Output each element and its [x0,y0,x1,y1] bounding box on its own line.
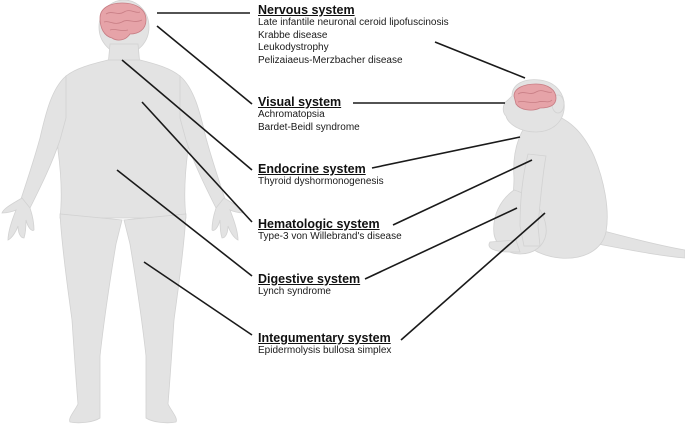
digestive-system-title: Digestive system [258,272,361,286]
visual-system-block: Visual system Achromatopsia Bardet-Beidl… [258,95,360,134]
human-right-leg [123,213,187,424]
human-right-hand [211,197,245,241]
monkey-brain [513,83,557,111]
nervous-system-title: Nervous system [258,3,355,17]
connector-digestive-monkey [364,207,518,280]
monkey-tail [597,229,685,259]
disease-label: Type-3 von Willebrand's disease [258,231,402,242]
connector-digestive-human [116,169,253,277]
connector-nervous-monkey [434,41,526,79]
hematologic-system-title: Hematologic system [258,217,380,231]
hematologic-system-block: Hematologic system Type-3 von Willebrand… [258,217,402,244]
disease-label: Leukodystrophy [258,42,329,53]
integumentary-system-block: Integumentary system Epidermolysis bullo… [258,331,391,358]
connector-lines [116,12,546,341]
connector-endocrine-monkey [371,136,521,169]
human-left-arm [19,75,67,209]
disease-label: Epidermolysis bullosa simplex [258,345,392,356]
connector-endocrine-human [121,59,253,171]
connector-integumentary-monkey [400,212,546,341]
disease-label: Pelizaiaeus-Merzbacher disease [258,54,403,66]
human-torso [55,59,191,219]
nervous-system-block: Nervous system Late infantile neuronal c… [258,3,449,67]
disease-label: Lynch syndrome [258,286,331,297]
digestive-system-block: Digestive system Lynch syndrome [258,272,360,299]
human-left-hand [1,197,35,241]
monkey-foot [488,239,521,253]
disease-label: Thyroid dyshormonogenesis [258,176,384,187]
endocrine-system-block: Endocrine system Thyroid dyshormonogenes… [258,162,384,189]
disease-label: Krabbe disease [258,29,328,41]
disease-label: Late infantile neuronal ceroid lipofusci… [258,17,449,28]
integumentary-system-title: Integumentary system [258,331,391,345]
human-figure [1,0,245,424]
human-left-leg [59,213,123,424]
connector-hematologic-human [141,101,253,223]
human-right-arm [179,75,227,209]
visual-system-title: Visual system [258,95,342,109]
connector-integumentary-human [143,261,253,336]
human-brain [99,2,147,41]
disease-label: Achromatopsia [258,109,325,120]
connector-visual-human [156,25,253,105]
disease-label: Bardet-Beidl syndrome [258,121,360,133]
monkey-arm [519,153,547,247]
endocrine-system-title: Endocrine system [258,162,366,176]
connector-hematologic-monkey [392,159,533,226]
